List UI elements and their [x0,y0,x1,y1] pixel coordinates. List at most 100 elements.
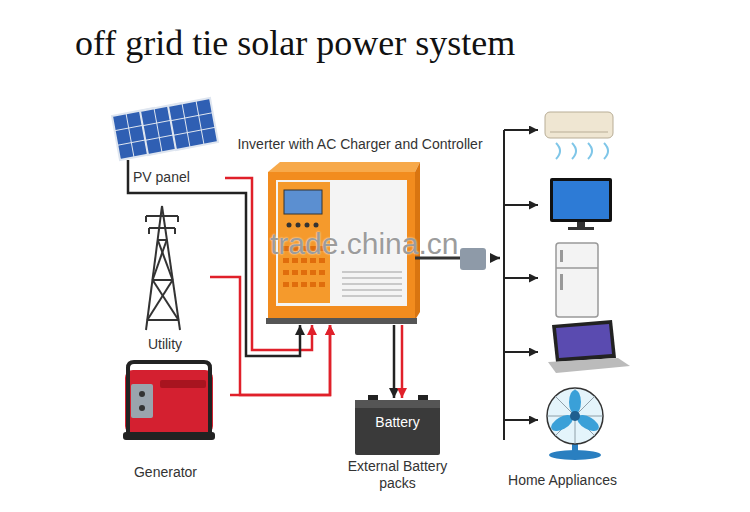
fan-icon-part [569,390,581,414]
inverter-icon-part-part [319,270,325,275]
generator-icon-part [131,384,153,418]
inverter-icon-part-part [342,289,402,291]
utility-tower-icon-part [174,228,176,234]
appliance-bracket [504,130,538,440]
inverter-icon-part-part [301,282,307,287]
utility-tower-icon [146,206,180,330]
inverter-icon-part-part [283,270,289,275]
inverter-icon-part [342,272,402,296]
inverter-icon-part-part [310,282,316,287]
battery-icon-part [355,400,440,408]
node-label: Utility [120,336,210,353]
television-icon [550,178,612,230]
inverter-icon-part [284,190,322,214]
node-label: Generator [118,464,213,481]
utility-node: Utility [120,200,210,362]
appliance-bracket-part [504,277,538,279]
pv-panel-icon [112,98,218,160]
node-label: Inverter with AC Charger and Controller [228,136,492,153]
pv-panel-node: PV panel [105,95,225,190]
inverter-icon-part [305,223,310,228]
inverter-icon-part [296,223,301,228]
inverter-icon-part-part [342,295,402,297]
inverter-icon-part [460,248,486,270]
utility-tower-icon-part [177,216,179,222]
wire-line [225,178,312,350]
laptop-icon-part [552,320,616,362]
television-icon-part [577,222,585,227]
node-label: Home Appliances [500,472,625,489]
wire-line [401,325,404,398]
utility-tower-icon-part [146,206,162,330]
utility-tower-icon-part [158,239,167,241]
generator-icon-part [125,370,213,434]
laptop-icon-part [556,324,612,358]
fan-icon-part [547,388,603,444]
utility-tower-icon-part [153,280,179,320]
fridge-icon-part [560,274,563,290]
television-icon-part [553,181,609,219]
battery-node: BatteryExternal Battery packs [340,398,455,494]
wire-line [210,277,330,395]
fan-icon-part [549,450,601,460]
inverter-icon-part [287,223,292,228]
wire-line [393,325,396,398]
utility-tower-icon-part [153,240,167,280]
air-conditioner-icon-part [550,132,608,133]
fan-icon-part [547,388,603,444]
fridge-icon [556,243,598,317]
utility-tower-icon-part [147,319,178,321]
utility-tower-icon-part [145,216,147,222]
air-conditioner-icon-part [556,143,608,159]
television-icon-part [568,227,594,230]
inverter-icon-part [266,318,417,324]
inverter-icon-part-part [319,282,325,287]
inverter-icon-part [268,162,420,172]
wire-connector [492,258,500,259]
inverter-icon-part [314,223,319,228]
wire-line [230,325,330,395]
wire-connector [394,325,402,398]
inverter-icon-part-part [342,271,402,273]
generator-icon [123,362,215,440]
utility-tower-icon-part [162,206,180,330]
inverter-icon-part-part [342,283,402,285]
diagram-title: off grid tie solar power system [75,22,515,64]
inverter-icon-part-part [292,270,298,275]
inverter-icon [266,162,486,324]
wire-connector [210,277,330,395]
generator-icon-part [128,362,210,432]
generator-icon-part [123,432,215,440]
appliance-bracket-part [504,204,538,206]
laptop-icon-part [548,358,630,373]
appliances-node: Home Appliances [500,108,630,494]
generator-icon-part [160,380,206,388]
watermark: trade.china.cn [270,226,458,262]
inverter-icon-part-part [301,270,307,275]
node-label: External Battery packs [347,458,448,492]
wire-line [492,257,500,260]
inverter-icon-part-part [310,270,316,275]
wire-connector [230,325,330,395]
utility-tower-icon-part [146,215,178,217]
generator-node: Generator [118,362,230,484]
pv-panel-icon-part [168,98,218,150]
laptop-icon [548,320,630,373]
fridge-icon-part [556,243,598,317]
node-label: Battery [340,414,455,431]
fridge-icon-part [560,250,563,262]
inverter-icon-part-part [342,277,402,279]
fridge-icon-part [556,267,598,269]
inverter-icon-part-part [283,282,289,287]
appliance-bracket-part [504,129,538,131]
inverter-icon-part-part [292,282,298,287]
generator-icon-part [139,405,145,411]
television-icon-part [550,178,612,222]
appliance-bracket-part [503,130,505,440]
air-conditioner-icon [545,112,613,159]
generator-icon-part [139,391,145,397]
utility-tower-icon-part [147,280,172,320]
air-conditioner-icon-part [545,112,613,138]
appliance-bracket-part [504,419,538,421]
